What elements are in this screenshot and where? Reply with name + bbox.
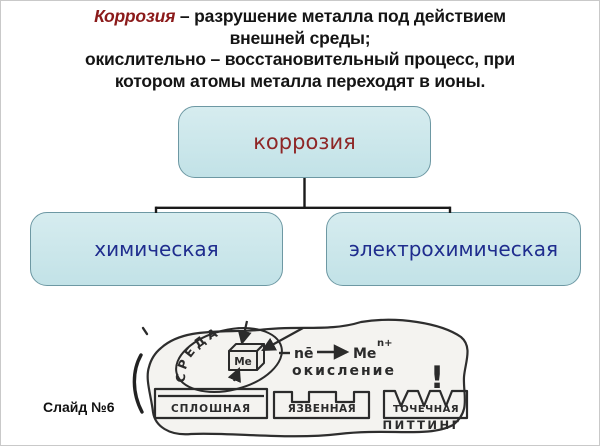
flowchart-node-chemical: химическая xyxy=(30,212,283,286)
flowchart-node-corrosion-label: коррозия xyxy=(253,130,356,154)
flowchart-node-electrochemical: электрохимическая xyxy=(326,212,581,286)
type-box-uniform xyxy=(153,387,269,420)
term-korroziya: Коррозия xyxy=(94,6,176,26)
corrosion-sketch: СРЕДА Ме nē Ме n+ окисление ! СПЛ xyxy=(132,318,469,438)
metal-box xyxy=(228,343,265,371)
slide-number-label: Слайд №6 xyxy=(43,399,115,415)
definition-line-1: Коррозия – разрушение металла под действ… xyxy=(1,6,599,28)
type-box-point xyxy=(382,389,469,420)
flowchart-node-electrochemical-label: электрохимическая xyxy=(348,237,559,261)
pitting-label: ПИТТИНГ xyxy=(382,418,461,432)
definition-line-4: котором атомы металла переходят в ионы. xyxy=(114,70,486,91)
sketch-blob-outline xyxy=(146,318,469,438)
flowchart-node-chemical-label: химическая xyxy=(94,237,219,261)
type-label-point: ТОЧЕЧНАЯ xyxy=(393,404,459,415)
slide-header: Коррозия – разрушение металла под действ… xyxy=(1,6,599,92)
equation-product: Ме xyxy=(353,346,376,362)
equation-charge: n+ xyxy=(377,338,393,349)
sketch-tick-mark xyxy=(141,326,149,336)
arrow-into-metal-right xyxy=(261,327,304,352)
arrow-from-below xyxy=(227,367,241,383)
sketch-left-paren-stroke xyxy=(132,353,144,414)
definition-line-2: внешней среды; xyxy=(229,27,371,48)
equation-electrons: nē xyxy=(294,346,313,362)
type-box-pitted xyxy=(272,390,371,420)
oxidation-label: окисление xyxy=(292,363,396,379)
definition-line-3: окислительно – восстановительный процесс… xyxy=(85,49,515,69)
definition-rest: – разрушение металла под действием xyxy=(175,6,506,26)
flowchart-node-corrosion: коррозия xyxy=(178,106,431,178)
arrow-into-metal-top xyxy=(237,320,252,346)
type-label-pitted: ЯЗВЕННАЯ xyxy=(288,403,357,415)
exclamation-mark: ! xyxy=(430,360,444,396)
metal-label: Ме xyxy=(234,356,252,368)
type-label-uniform: СПЛОШНАЯ xyxy=(171,403,251,415)
